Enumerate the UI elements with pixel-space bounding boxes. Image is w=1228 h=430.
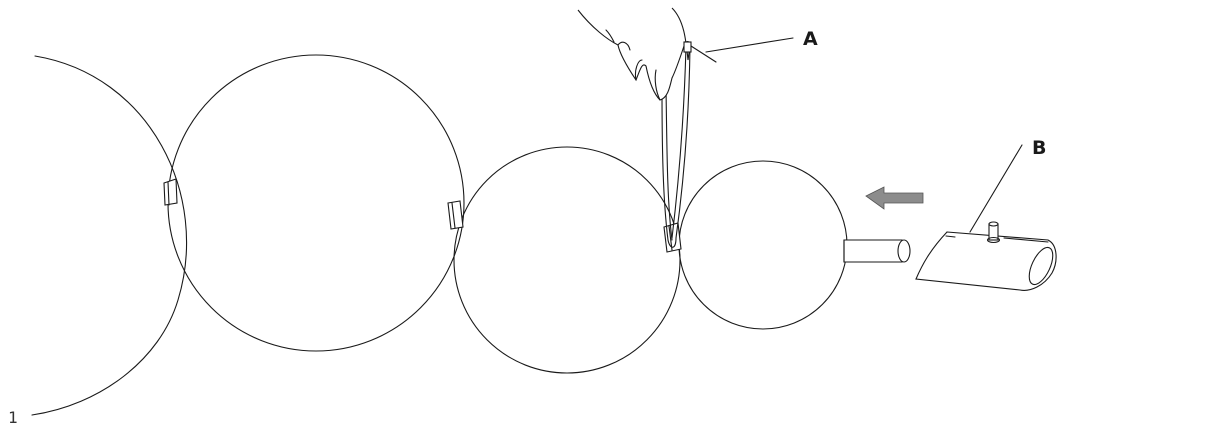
connector-2 [447, 200, 464, 230]
sphere-3 [678, 160, 848, 330]
sphere-2 [453, 146, 681, 374]
end-cap-icon [915, 221, 1057, 291]
callout-label-b: B [1032, 137, 1046, 159]
leader-line-a [705, 37, 794, 53]
leader-line-b [969, 144, 1023, 233]
partial-sphere [31, 55, 187, 416]
sphere-1 [167, 54, 465, 352]
pin-a [683, 41, 717, 63]
arrow-left-icon [865, 186, 924, 210]
ribbon-loop [661, 45, 691, 248]
hand-icon [577, 7, 691, 101]
connector-1 [163, 178, 178, 206]
page-number: 1 [8, 408, 18, 427]
tube [843, 239, 911, 263]
callout-label-a: A [803, 28, 818, 50]
